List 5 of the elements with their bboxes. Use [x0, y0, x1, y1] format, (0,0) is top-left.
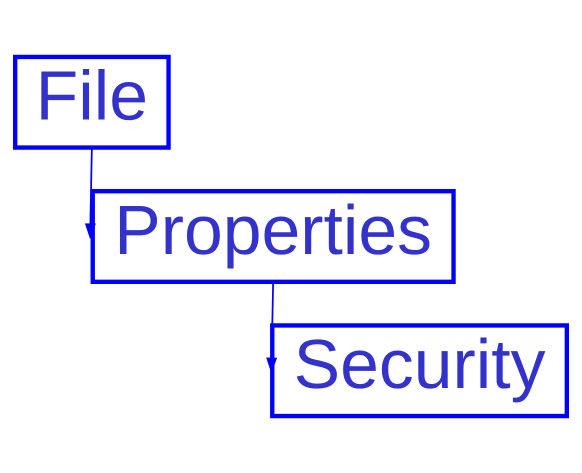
arrow: [84, 148, 96, 240]
node-box: File: [13, 54, 171, 150]
node-box: Security: [270, 323, 569, 418]
node-box: Properties: [90, 189, 456, 284]
arrow: [266, 282, 278, 374]
